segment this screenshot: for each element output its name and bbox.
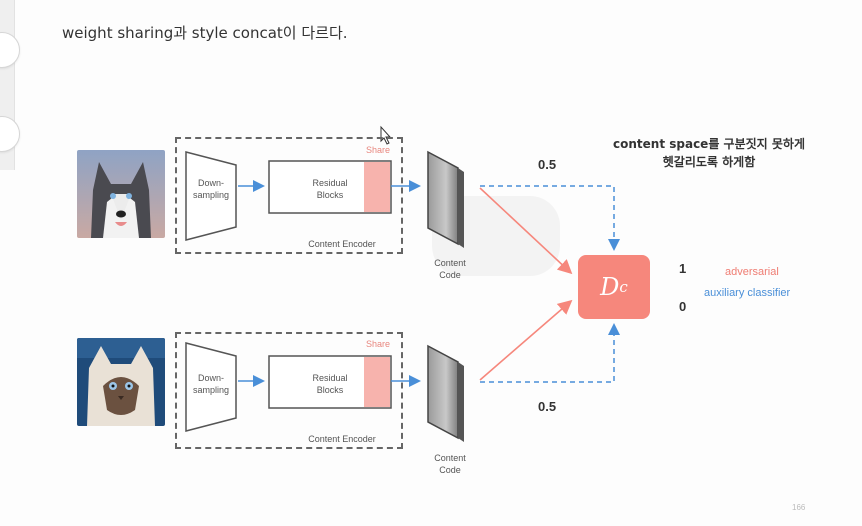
slide-heading: weight sharing과 style concat이 다르다. (62, 24, 348, 42)
dc-label-main: D (600, 273, 620, 301)
content-encoder-label-top: Content Encoder (308, 239, 376, 249)
share-label-top: Share (366, 145, 391, 155)
husky-dog-image (77, 150, 165, 238)
share-region-bottom (364, 357, 390, 407)
korean-note: content space를 구분짓지 못하게 헷갈리도록 하게함 (598, 135, 820, 171)
content-code-side-top (458, 168, 464, 248)
blue-dashed-bottom-to-dc (480, 323, 620, 383)
content-encoder-label-bottom: Content Encoder (308, 434, 376, 444)
downsampling-block-bottom (185, 342, 237, 432)
red-arrow-bottom-to-dc (479, 299, 573, 381)
cat-image (77, 338, 165, 426)
downsampling-label-bottom: Down- sampling (192, 373, 230, 395)
content-code-bar-top (427, 150, 459, 246)
legend-auxiliary-classifier: auxiliary classifier (704, 287, 791, 299)
share-label-bottom: Share (366, 339, 391, 349)
output-one: 1 (679, 261, 687, 276)
korean-note-line-2: 헷갈리도록 하게함 (662, 155, 756, 169)
blue-dashed-top-to-dc (480, 185, 620, 251)
legend-adversarial: adversarial (725, 266, 779, 278)
downsampling-block-top (185, 151, 237, 241)
content-code-label-top: Content Code (434, 258, 466, 280)
share-region-top (364, 162, 390, 212)
output-zero: 0 (679, 299, 687, 314)
content-code-side-bottom (458, 362, 464, 442)
weight-label-bottom: 0.5 (538, 399, 557, 414)
residual-label-top: Residual Blocks (312, 178, 348, 200)
downsampling-label-top: Down- sampling (192, 178, 230, 200)
content-encoder-box-bottom (175, 332, 403, 449)
content-encoder-box-top (175, 137, 403, 254)
red-arrow-top-to-dc (479, 187, 573, 275)
content-code-bar-bottom (427, 344, 459, 440)
dc-label-sub: c (619, 278, 628, 296)
content-code-label-bottom: Content Code (434, 453, 466, 475)
residual-label-bottom: Residual Blocks (312, 373, 348, 395)
page-number: 166 (792, 503, 806, 512)
korean-note-line-1: content space를 구분짓지 못하게 (613, 137, 805, 151)
weight-label-top: 0.5 (538, 157, 557, 172)
